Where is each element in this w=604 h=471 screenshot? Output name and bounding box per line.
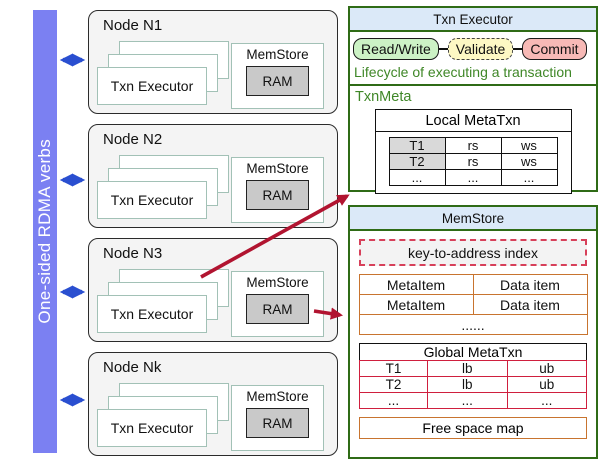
table-cell: ...: [444, 169, 502, 186]
table-cell: Data item: [472, 294, 588, 315]
table-cell: MetaItem: [358, 294, 474, 315]
memstore-label: MemStore: [246, 161, 309, 176]
local-metatxn-title: Local MetaTxn: [375, 110, 571, 132]
node-n3: Node N3 Txn Executor MemStore RAM: [88, 238, 338, 342]
memstore-panel: MemStore key-to-address index MetaItem D…: [348, 205, 598, 459]
memstore-content: key-to-address index MetaItem Data item …: [350, 231, 596, 439]
node-title: Node Nk: [103, 359, 162, 376]
table-cell: ...: [358, 392, 429, 409]
table-cell: rs: [444, 137, 502, 154]
node-title: Node N2: [103, 131, 163, 148]
txn-executor-panel-title: Txn Executor: [350, 8, 596, 32]
table-row: ......: [358, 314, 588, 335]
free-space-map-box: Free space map: [359, 417, 587, 439]
memstore-box: MemStore RAM: [231, 271, 324, 337]
table-cell: lb: [427, 376, 508, 393]
table-cell: ...: [388, 169, 446, 186]
memstore-label: MemStore: [246, 47, 309, 62]
global-metatxn-box: Global MetaTxn T1 lb ub T2 lb ub ...: [358, 343, 588, 409]
table-cell: T2: [358, 376, 429, 393]
txn-executor-panel: Txn Executor Read/Write Validate Commit …: [348, 6, 598, 195]
txn-executor-box: Txn Executor: [97, 295, 207, 333]
table-cell: ub: [506, 376, 588, 393]
memstore-label: MemStore: [246, 275, 309, 290]
key-to-address-index: key-to-address index: [359, 239, 587, 266]
node-n2: Node N2 Txn Executor MemStore RAM: [88, 124, 338, 228]
table-cell: ...: [427, 392, 508, 409]
node-nk: Node Nk Txn Executor MemStore RAM: [88, 352, 338, 456]
node-title: Node N1: [103, 17, 163, 34]
table-cell: T2: [388, 153, 446, 170]
node-title: Node N3: [103, 245, 163, 262]
table-cell: rs: [444, 153, 502, 170]
txn-executor-box: Txn Executor: [97, 67, 207, 105]
lifecycle-caption: Lifecycle of executing a transaction: [354, 64, 572, 80]
table-cell: T1: [388, 137, 446, 154]
txnmeta-section: TxnMeta Local MetaTxn T1 rs ws T2 rs ws: [350, 84, 596, 195]
txn-executor-box: Txn Executor: [97, 181, 207, 219]
table-row: T2 lb ub: [358, 376, 588, 393]
table-cell: ub: [506, 360, 588, 377]
memstore-box: MemStore RAM: [231, 43, 324, 109]
txn-executor-box: Txn Executor: [97, 409, 207, 447]
ram-box: RAM: [246, 180, 309, 210]
table-cell: Data item: [472, 274, 588, 295]
memstore-box: MemStore RAM: [231, 385, 324, 451]
table-row: MetaItem Data item: [358, 294, 588, 315]
table-cell: lb: [427, 360, 508, 377]
table-cell: ws: [500, 137, 558, 154]
table-row: ... ... ...: [358, 392, 588, 409]
table-row: T1 rs ws: [388, 137, 558, 154]
memstore-label: MemStore: [246, 389, 309, 404]
node-n1: Node N1 Txn Executor MemStore RAM: [88, 10, 338, 114]
table-row: T2 rs ws: [388, 153, 558, 170]
rdma-verbs-label: One-sided RDMA verbs: [35, 139, 54, 324]
ram-box: RAM: [246, 408, 309, 438]
memstore-box: MemStore RAM: [231, 157, 324, 223]
table-row: ... ... ...: [388, 169, 558, 186]
rdma-verbs-bar: One-sided RDMA verbs: [33, 10, 57, 453]
table-cell: MetaItem: [358, 274, 474, 295]
stage-commit: Commit: [522, 38, 587, 60]
stage-validate: Validate: [447, 38, 514, 60]
txnmeta-label: TxnMeta: [355, 89, 412, 105]
memstore-panel-title: MemStore: [350, 207, 596, 231]
stage-read-write: Read/Write: [353, 38, 439, 60]
table-cell: T1: [358, 360, 429, 377]
global-metatxn-title: Global MetaTxn: [359, 343, 587, 361]
table-cell: ...: [500, 169, 558, 186]
table-cell: ws: [500, 153, 558, 170]
table-row: MetaItem Data item: [358, 274, 588, 295]
local-metatxn-table: T1 rs ws T2 rs ws ... ... ...: [388, 137, 558, 186]
stage-connector: [513, 48, 523, 50]
table-cell-ellipsis: ......: [358, 314, 588, 335]
stage-connector: [438, 48, 448, 50]
item-table: MetaItem Data item MetaItem Data item ..…: [358, 274, 588, 335]
ram-box: RAM: [246, 66, 309, 96]
ram-box: RAM: [246, 294, 309, 324]
transaction-pipeline: Read/Write Validate Commit: [350, 32, 596, 60]
table-cell: ...: [506, 392, 588, 409]
global-metatxn-table: T1 lb ub T2 lb ub ... ... ...: [358, 360, 588, 409]
local-metatxn-box: Local MetaTxn T1 rs ws T2 rs ws ... ...: [374, 109, 572, 194]
table-row: T1 lb ub: [358, 360, 588, 377]
